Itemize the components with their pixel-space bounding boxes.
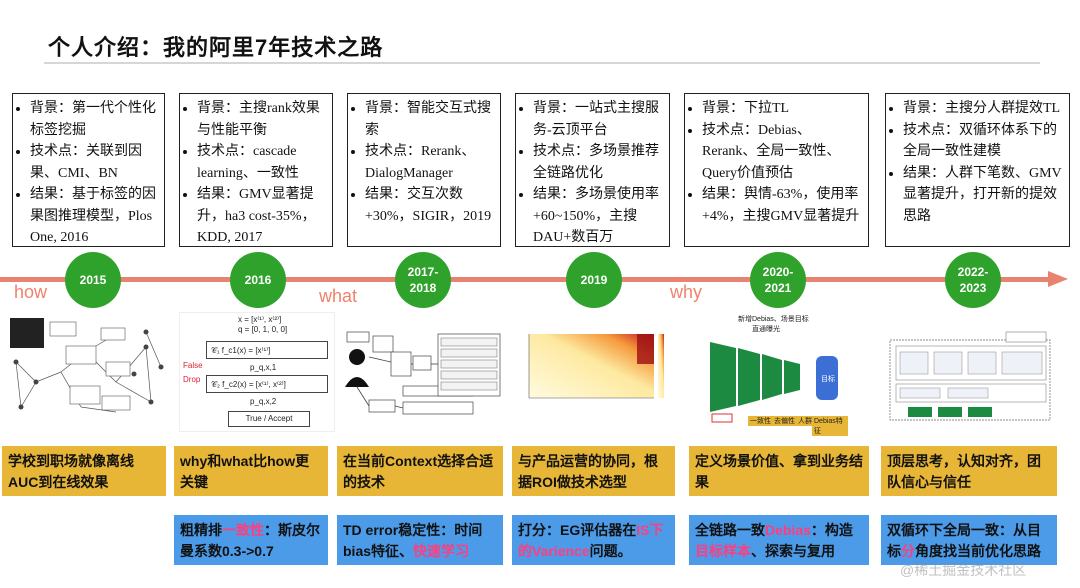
technique-text: 全链路一致 [695,522,765,538]
technique-box-2019: 打分：EG评估器在IS下的Varience问题。 [512,515,675,565]
causal-graph-figure [6,312,166,432]
technique-box-2020: 全链路一致Debias：构造目标样本、探索与复用 [689,515,869,565]
timeline-node-2020-2021: 2020- 2021 [750,252,806,308]
box-item: 背景：主搜分人群提效TL [903,98,1064,120]
background-box-2016: 背景：主搜rank效果与性能平衡 技术点：cascade learning、一致… [179,93,333,247]
page-title: 个人介绍：我的阿里7年技术之路 [48,35,384,60]
funnel-label-debias: 去偏性 [772,416,797,426]
technique-text: TD error稳定性：时间bias特征、 [343,522,483,559]
cascade-query-eq: q = [0, 1, 0, 0] [238,325,288,334]
box-item: 技术点：双循环体系下的全局一致性建模 [903,120,1064,163]
timeline-node-2015: 2015 [65,252,121,308]
lesson-box-2019: 与产品运营的协同，根据ROI做技术选型 [512,446,675,496]
technique-box-2022: 双循环下全局一致：从目标分角度找当前优化思路 [881,515,1057,565]
technique-text: ：构造 [810,522,853,538]
box-item: 结果：人群下笔数、GMV显著提升，打开新的提效思路 [903,163,1064,228]
timeline-node-2019: 2019 [566,252,622,308]
funnel-target: 目标 [821,376,835,383]
box-item: 结果：基于标签的因果图推理模型，Plos One, 2016 [30,184,159,249]
box-item: 结果：GMV显著提升，ha3 cost-35%，KDD, 2017 [197,184,327,249]
lesson-box-2015: 学校到职场就像离线AUC到在线效果 [2,446,166,496]
technique-highlight: 分 [901,543,915,559]
funnel-label-consistency: 一致性 [748,416,773,426]
cascade-stage-1: 𝒞₁ f_c1(x) = [x⁽¹⁾] [206,341,328,359]
interactive-search-architecture-figure [343,312,503,432]
technique-highlight: 目标样本 [695,543,751,559]
technique-text: 粗精排 [180,522,222,538]
technique-text: ：斯皮尔曼系数0.3->0.7 [180,522,320,559]
technique-box-2016: 粗精排一致性：斯皮尔曼系数0.3->0.7 [174,515,328,565]
box-item: 结果：舆情-63%，使用率+4%，主搜GMV显著提升 [702,184,863,227]
phase-label-how: how [14,282,48,302]
background-box-2017: 背景：智能交互式搜索 技术点：Rerank、DialogManager 结果：交… [347,93,501,247]
debias-sub: 直通曝光 [752,326,780,333]
technique-highlight: 快速学习 [413,543,470,559]
phase-label-what: what [319,286,358,306]
funnel-shapes [710,342,838,423]
cascade-prob-1: p_q,x,1 [250,363,277,372]
phase-label-why: why [670,282,703,302]
box-item: 技术点：cascade learning、一致性 [197,141,327,184]
technique-text: 、探索与复用 [751,543,835,559]
funnel-label-feature: Debias特征 [812,416,848,436]
technique-highlight: 一致性 [222,522,264,538]
cascade-input-eq: x = [x⁽¹⁾, x⁽²⁾] [238,315,282,324]
technique-highlight: IS下的Varience [518,522,664,559]
debias-header: 新增Debias、场景目标 [738,316,809,323]
box-item: 背景：主搜rank效果与性能平衡 [197,98,327,141]
dual-loop-architecture-figure [888,312,1053,432]
background-box-2022: 背景：主搜分人群提效TL 技术点：双循环体系下的全局一致性建模 结果：人群下笔数… [885,93,1070,247]
cascade-diagram-figure: x = [x⁽¹⁾, x⁽²⁾] q = [0, 1, 0, 0] 𝒞₁ f_c… [179,312,335,432]
watermark: @稀土掘金技术社区 [900,562,1027,578]
background-box-2020: 背景：下拉TL 技术点：Debias、Rerank、全局一致性、Query价值预… [684,93,869,247]
cascade-drop-label: Drop [183,375,201,384]
cascade-false-label: False [183,361,203,370]
cascade-accept: True / Accept [228,411,310,427]
box-item: 技术点：Rerank、DialogManager [365,141,495,184]
technique-box-2017: TD error稳定性：时间bias特征、快速学习 [337,515,503,565]
technique-text: 问题。 [589,543,632,559]
box-item: 技术点：关联到因果、CMI、BN [30,141,159,184]
technique-text: 打分：EG评估器在 [518,522,637,538]
cascade-prob-2: p_q,x,2 [250,397,277,406]
technique-text: 角度找当前优化思路 [915,543,1041,559]
debias-funnel-figure: 新增Debias、场景目标 直通曝光 一致性 去偏性 人群 Debias特征 目… [708,312,848,436]
background-box-2019: 背景：一站式主搜服务-云顶平台 技术点：多场景推荐全链路优化 结果：多场景使用率… [515,93,670,247]
technique-text: 双循环下全局一致：从目标 [887,522,1041,559]
box-item: 背景：下拉TL [702,98,863,120]
cascade-stage-2: 𝒞₂ f_c2(x) = [x⁽¹⁾, x⁽²⁾] [206,375,328,393]
box-item: 背景：智能交互式搜索 [365,98,495,141]
background-box-2015: 背景：第一代个性化标签挖掘 技术点：关联到因果、CMI、BN 结果：基于标签的因… [12,93,165,247]
box-item: 背景：第一代个性化标签挖掘 [30,98,159,141]
lesson-box-2020: 定义场景价值、拿到业务结果 [689,446,869,496]
lesson-box-2017: 在当前Context选择合适的技术 [337,446,503,496]
timeline-node-2017-2018: 2017- 2018 [395,252,451,308]
box-item: 技术点：Debias、Rerank、全局一致性、Query价值预估 [702,120,863,185]
box-item: 结果：多场景使用率+60~150%，主搜DAU+数百万 [533,184,664,249]
lesson-box-2022: 顶层思考，认知对齐，团队信心与信任 [881,446,1057,496]
box-item: 背景：一站式主搜服务-云顶平台 [533,98,664,141]
heatmap-figure [515,312,670,432]
box-item: 结果：交互次数+30%，SIGIR，2019 [365,184,495,227]
timeline-node-2022-2023: 2022- 2023 [945,252,1001,308]
timeline-arrow-head [1048,271,1068,287]
title-divider [44,62,1040,64]
timeline-node-2016: 2016 [230,252,286,308]
technique-highlight: Debias [765,522,811,538]
funnel-label-crowd: 人群 [796,416,814,426]
box-item: 技术点：多场景推荐全链路优化 [533,141,664,184]
lesson-box-2016: why和what比how更关键 [174,446,328,496]
timeline-arrow-shaft [0,277,1050,282]
